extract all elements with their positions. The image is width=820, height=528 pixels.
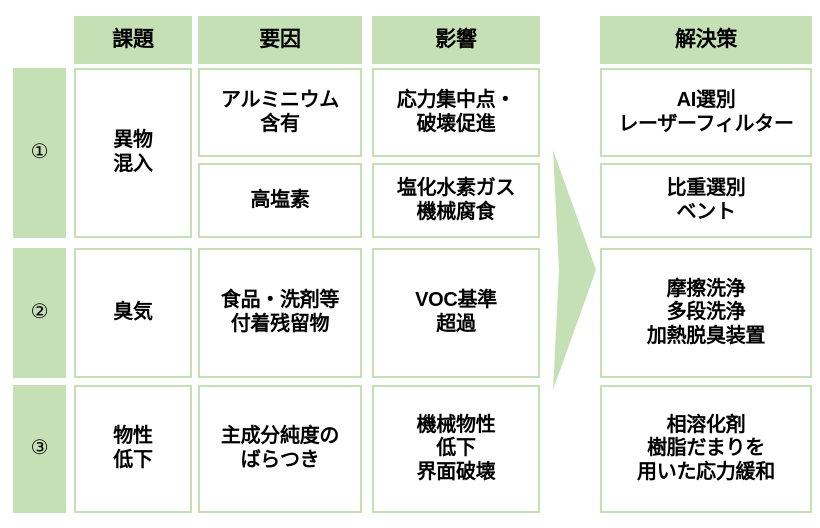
header-cause-label: 要因 xyxy=(259,27,301,51)
impact-cell-1a: 応力集中点・ 破壊促進 xyxy=(372,68,540,157)
solution-cell-2: 比重選別 ベント xyxy=(600,163,812,238)
cause-cell-3a-text: 主成分純度の ばらつき xyxy=(220,425,340,471)
solution-cell-1: AI選別 レーザーフィルター xyxy=(600,68,812,157)
solution-cell-4-text: 相溶化剤 樹脂だまりを 用いた応力緩和 xyxy=(637,413,775,483)
header-impact-label: 影響 xyxy=(435,27,477,51)
right-chevron-arrow-icon xyxy=(550,150,596,390)
header-solution: 解決策 xyxy=(600,16,812,64)
solution-cell-3: 摩擦洗浄 多段洗浄 加熱脱臭装置 xyxy=(600,248,812,378)
solution-cell-2-text: 比重選別 ベント xyxy=(666,176,746,223)
cause-cell-2a-text: 食品・洗剤等 付着残留物 xyxy=(220,289,340,335)
issue-cell-1: 異物 混入 xyxy=(74,68,192,238)
cause-cell-1b-text: 高塩素 xyxy=(250,188,310,211)
header-issue-label: 課題 xyxy=(112,27,154,51)
header-issue: 課題 xyxy=(74,16,192,64)
row-number-1: ① xyxy=(13,68,66,238)
row-number-3-label: ③ xyxy=(30,437,49,460)
cause-cell-1b: 高塩素 xyxy=(198,163,362,238)
cause-cell-3a: 主成分純度の ばらつき xyxy=(198,385,362,513)
impact-cell-3a: 機械物性 低下 界面破壊 xyxy=(372,385,540,513)
solution-cell-1-text: AI選別 レーザーフィルター xyxy=(618,88,794,135)
header-impact: 影響 xyxy=(372,16,540,64)
cause-cell-1a-text: アルミニウム 含有 xyxy=(221,88,339,135)
header-cause: 要因 xyxy=(198,16,362,64)
solution-cell-3-text: 摩擦洗浄 多段洗浄 加熱脱臭装置 xyxy=(646,277,766,347)
solution-cell-4: 相溶化剤 樹脂だまりを 用いた応力緩和 xyxy=(600,385,812,513)
row-number-2-label: ② xyxy=(30,301,49,324)
issue-cell-3-text: 物性 低下 xyxy=(113,425,153,471)
row-number-2: ② xyxy=(13,248,66,378)
impact-cell-2a-text: VOC基準 超過 xyxy=(415,289,497,335)
impact-cell-3a-text: 機械物性 低下 界面破壊 xyxy=(416,413,496,483)
impact-cell-2a: VOC基準 超過 xyxy=(372,248,540,378)
impact-cell-1a-text: 応力集中点・ 破壊促進 xyxy=(396,88,516,135)
header-solution-label: 解決策 xyxy=(674,27,738,51)
cause-cell-2a: 食品・洗剤等 付着残留物 xyxy=(198,248,362,378)
impact-cell-1b: 塩化水素ガス 機械腐食 xyxy=(372,163,540,238)
row-number-3: ③ xyxy=(13,385,66,513)
issue-cell-2-text: 臭気 xyxy=(113,301,153,324)
row-number-1-label: ① xyxy=(30,141,49,164)
issue-cell-1-text: 異物 混入 xyxy=(113,129,153,175)
impact-cell-1b-text: 塩化水素ガス 機械腐食 xyxy=(396,176,516,223)
issue-cell-3: 物性 低下 xyxy=(74,385,192,513)
issue-cell-2: 臭気 xyxy=(74,248,192,378)
cause-cell-1a: アルミニウム 含有 xyxy=(198,68,362,157)
